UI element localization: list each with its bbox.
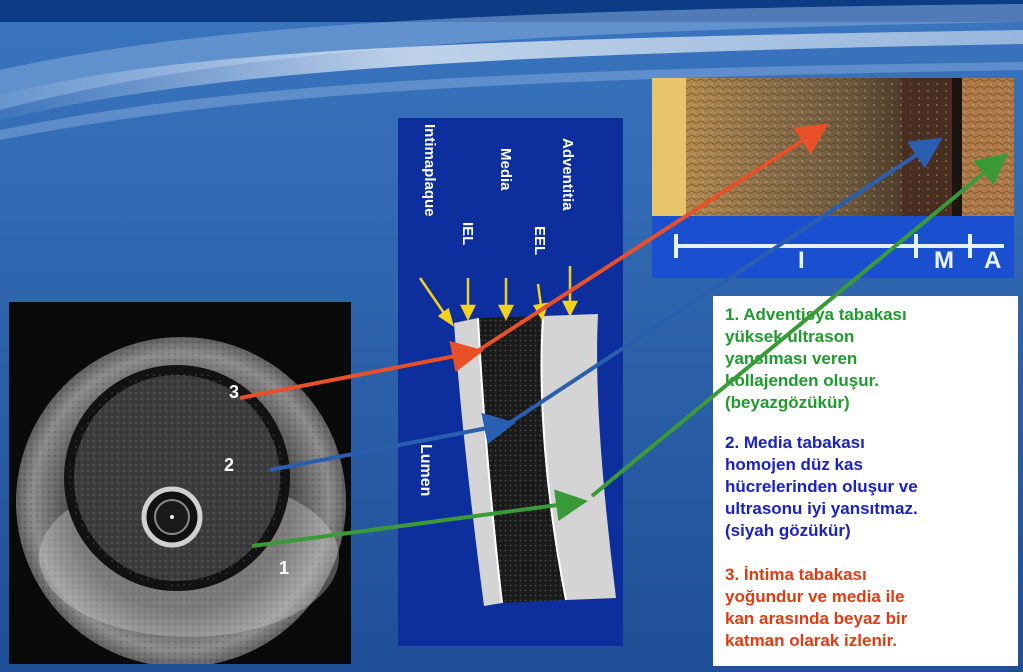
- ivus-scan: [9, 302, 351, 664]
- media-line-2: homojen düz kas: [725, 454, 1015, 476]
- scale-bar-lines: [652, 216, 1014, 278]
- media-line-1: 2. Media tabakası: [725, 432, 1015, 454]
- intima-line-3: kan arasında beyaz bir: [725, 608, 1015, 630]
- label-iel: IEL: [459, 222, 476, 245]
- intima-line-1: 3. İntima tabakası: [725, 564, 1015, 586]
- adventitia-line-2: yüksek ultrason: [725, 326, 1015, 348]
- histology-tissue: [652, 78, 1014, 216]
- label-adventitia: Adventitia: [559, 138, 576, 211]
- label-eel: EEL: [531, 226, 548, 255]
- ivus-label-3: 3: [229, 382, 239, 403]
- media-description: 2. Media tabakası homojen düz kas hücrel…: [725, 432, 1015, 542]
- ivus-label-2: 2: [224, 455, 234, 476]
- label-intimaplaque: Intimaplaque: [421, 124, 438, 217]
- adventitia-line-1: 1. Adventisya tabakası: [725, 304, 1015, 326]
- intima-line-4: katman olarak izlenir.: [725, 630, 1015, 652]
- ivus-ultrasound-image: 3 2 1: [9, 302, 351, 664]
- intima-description: 3. İntima tabakası yoğundur ve media ile…: [725, 564, 1015, 652]
- histology-scale-bar: I M A: [652, 216, 1014, 278]
- adventitia-line-4: kollajenden oluşur.: [725, 370, 1015, 392]
- histology-image: I M A: [652, 78, 1014, 278]
- media-line-5: (siyah gözükür): [725, 520, 1015, 542]
- scale-label-intima: I: [798, 247, 805, 275]
- scale-label-adventitia: A: [984, 247, 1001, 275]
- explanation-box: 1. Adventisya tabakası yüksek ultrason y…: [713, 296, 1018, 666]
- adventitia-line-3: yansıması veren: [725, 348, 1015, 370]
- label-lumen: Lumen: [416, 444, 434, 496]
- ivus-label-1: 1: [279, 558, 289, 579]
- scale-label-media: M: [934, 247, 954, 275]
- vessel-wall-diagram: Intimaplaque IEL Media EEL Adventitia Lu…: [398, 118, 623, 646]
- media-line-3: hücrelerinden oluşur ve: [725, 476, 1015, 498]
- adventitia-description: 1. Adventisya tabakası yüksek ultrason y…: [725, 304, 1015, 414]
- intima-line-2: yoğundur ve media ile: [725, 586, 1015, 608]
- label-media: Media: [497, 148, 514, 191]
- adventitia-line-5: (beyazgözükür): [725, 392, 1015, 414]
- media-line-4: ultrasonu iyi yansıtmaz.: [725, 498, 1015, 520]
